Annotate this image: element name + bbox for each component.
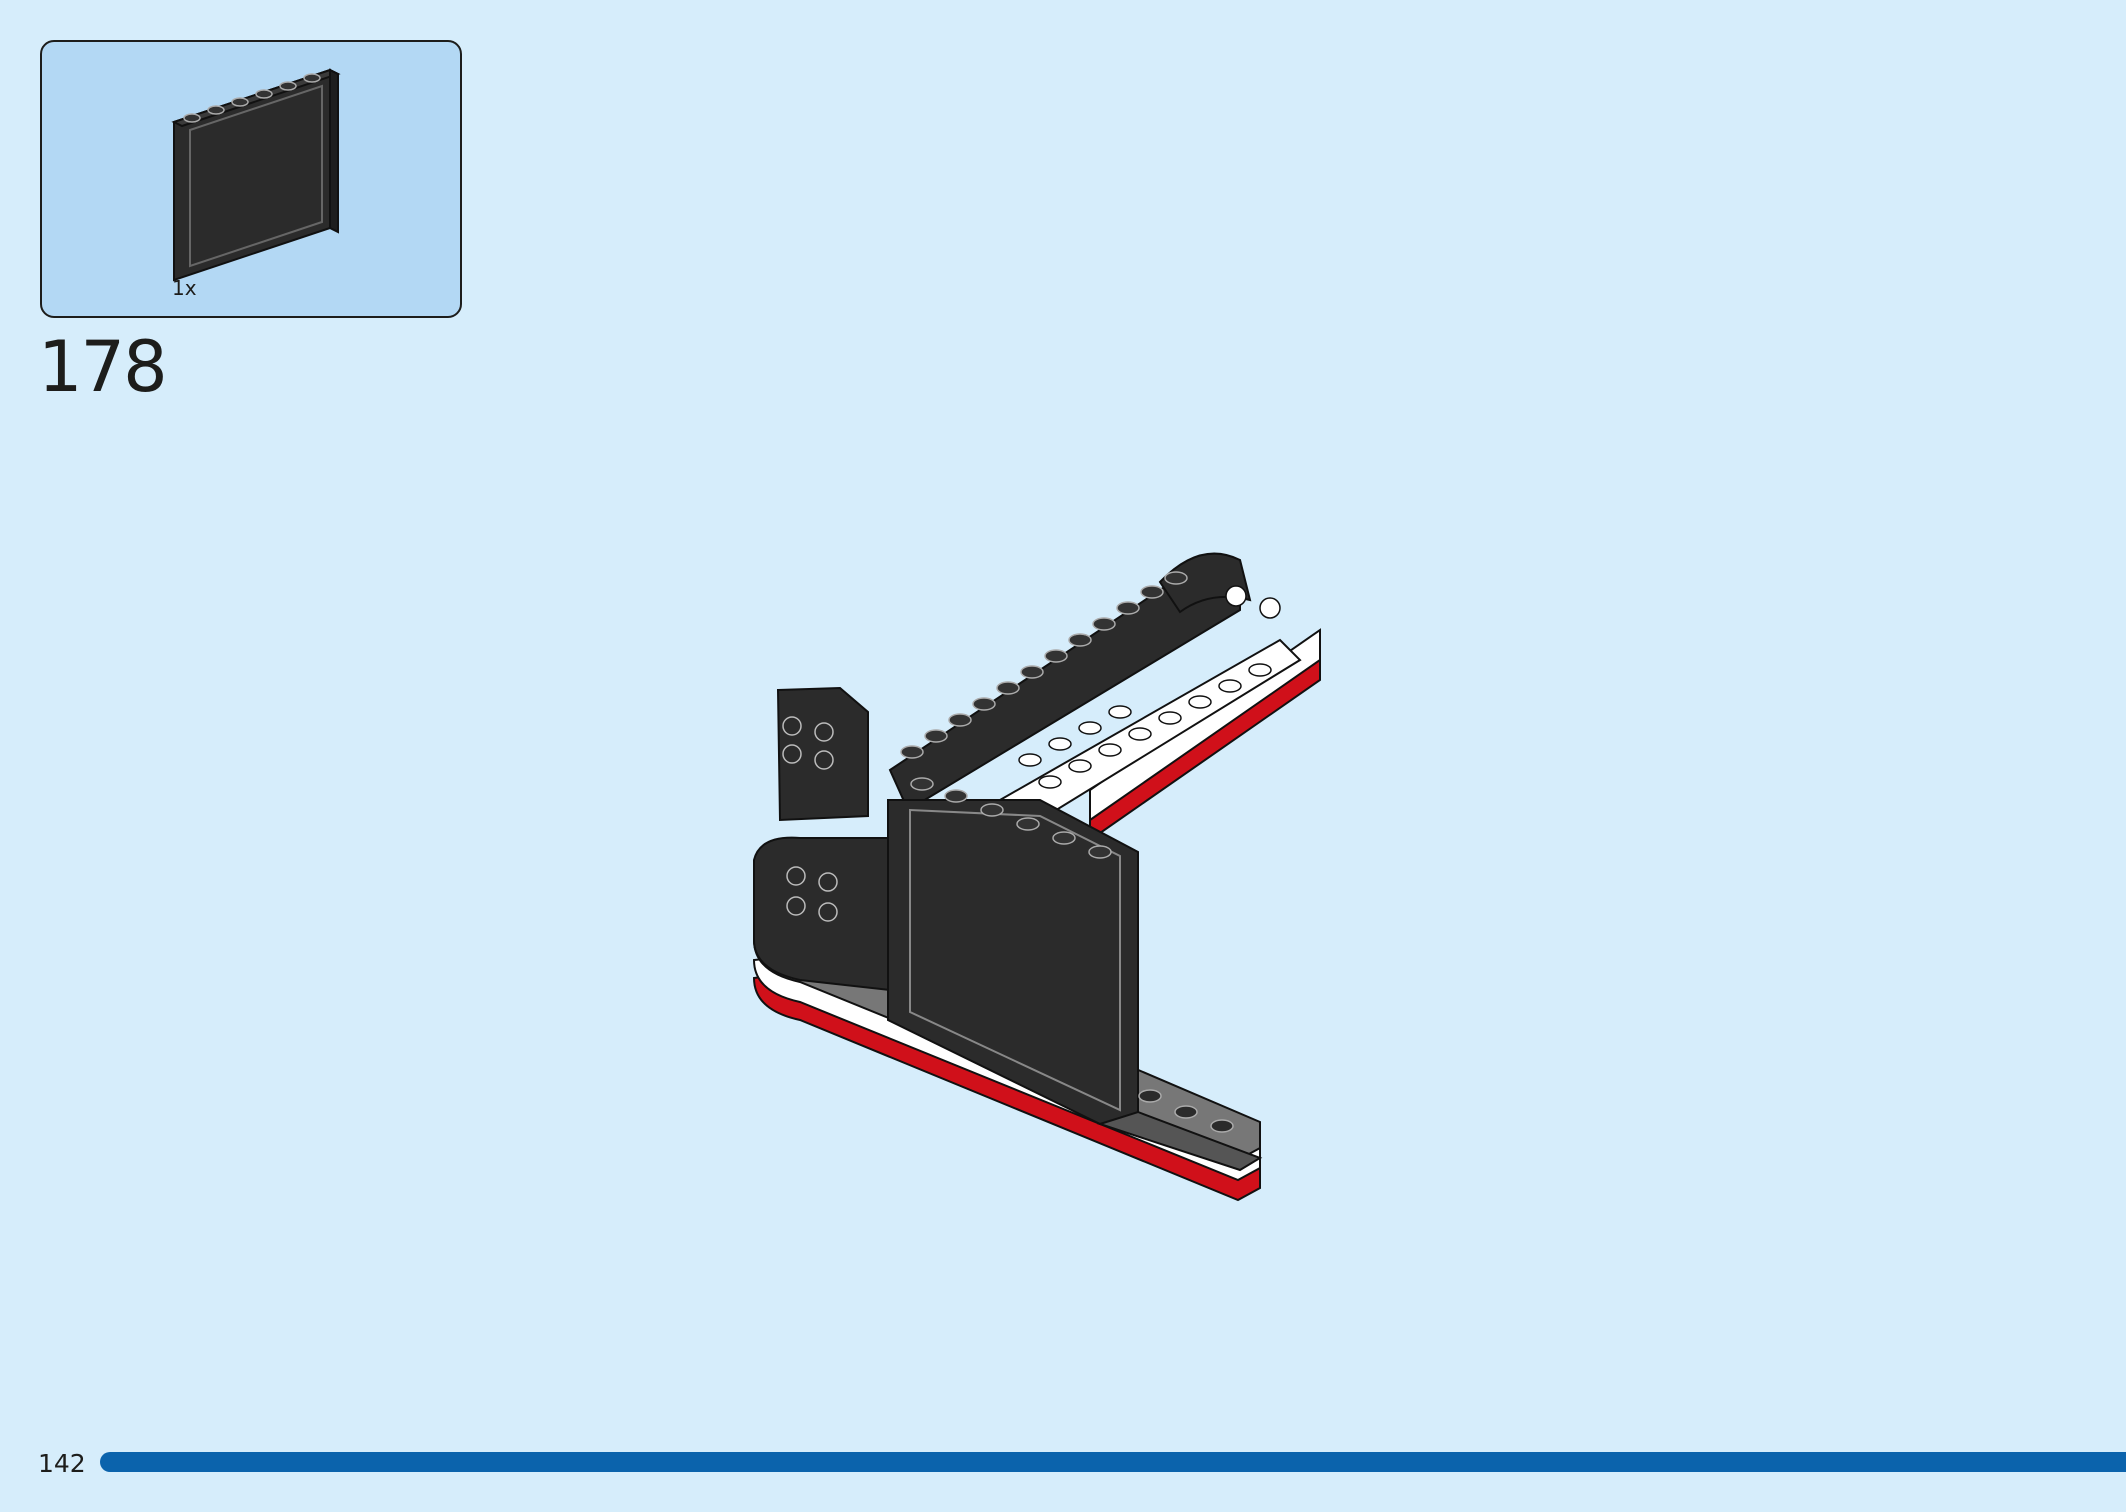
step-number: 178 — [38, 326, 168, 408]
page-number: 142 — [38, 1449, 86, 1478]
black-panel-icon — [171, 68, 341, 282]
part-quantity: 1x — [172, 276, 197, 300]
model-illustration — [752, 552, 1321, 1202]
progress-bar — [100, 1452, 2126, 1472]
parts-callout: 1x — [40, 40, 462, 318]
